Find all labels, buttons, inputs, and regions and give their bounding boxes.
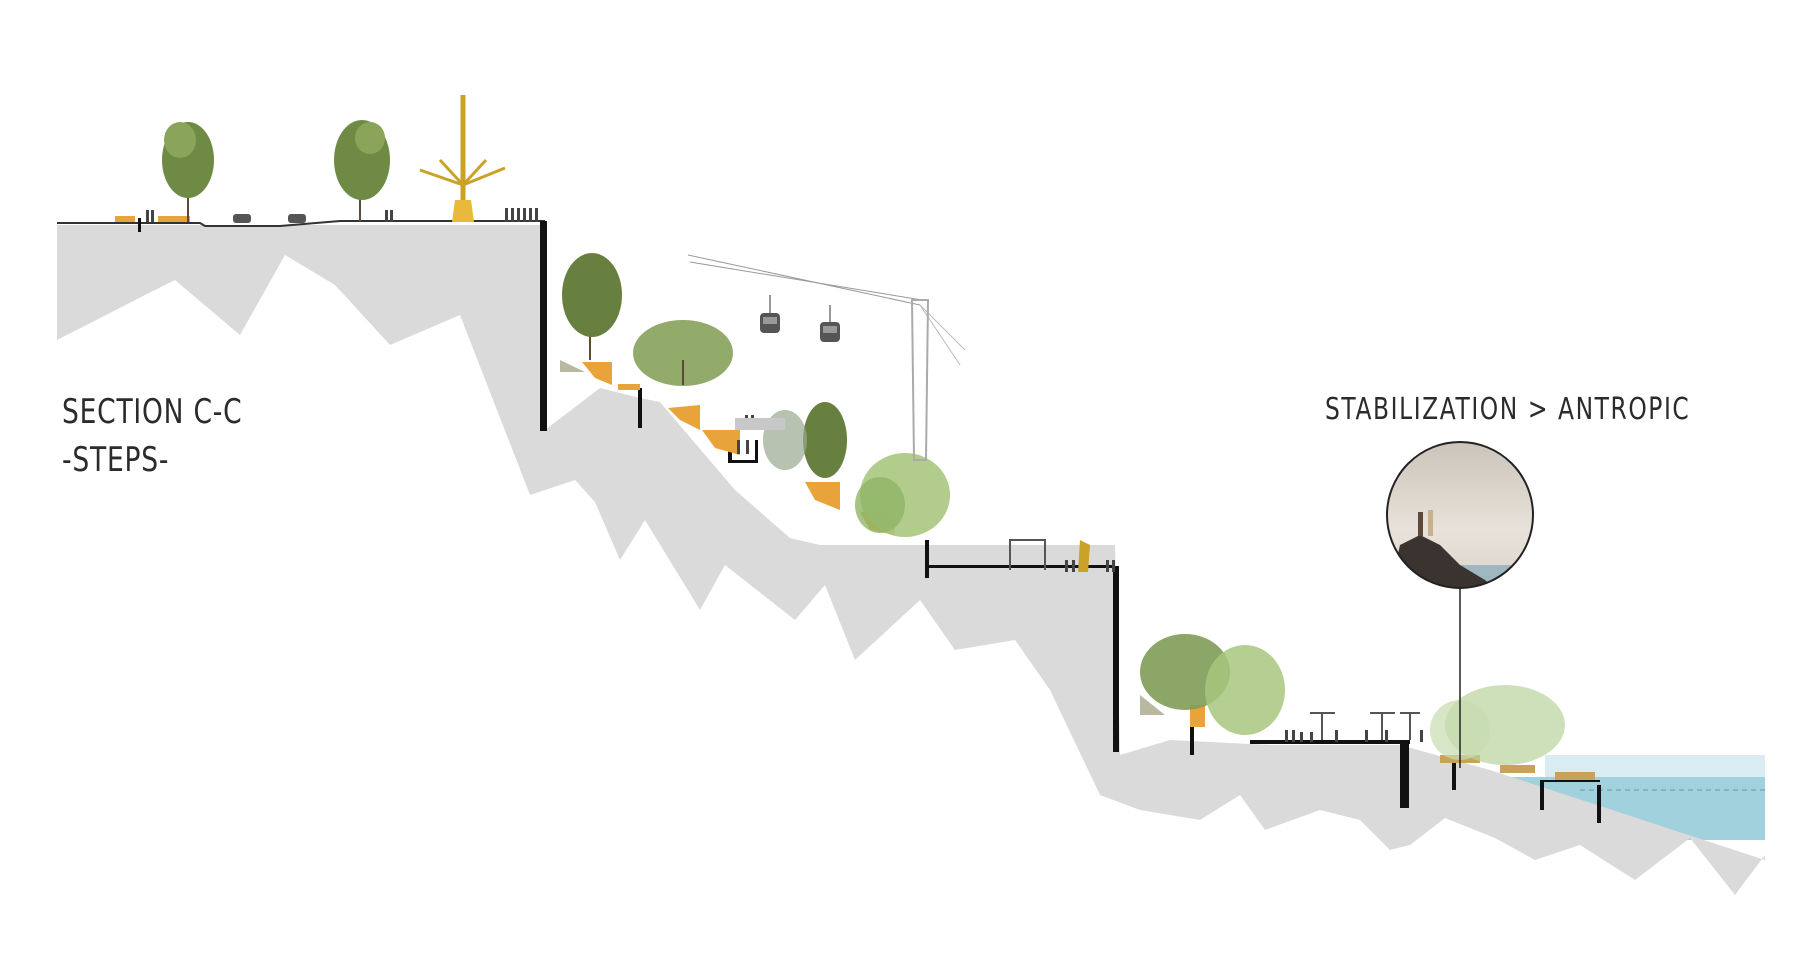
planters	[115, 216, 1595, 780]
terrain-section	[57, 225, 1765, 895]
section-title: SECTION C-C	[62, 392, 243, 432]
lamp-sculpture	[419, 95, 506, 222]
section-subtitle: -STEPS-	[62, 440, 170, 480]
ground-surface-line	[57, 220, 545, 227]
retaining-walls	[138, 218, 1601, 823]
trees	[162, 120, 1565, 765]
callout-title: STABILIZATION > ANTROPIC	[1325, 392, 1691, 427]
cable-car	[687, 254, 966, 461]
cars	[233, 214, 306, 223]
people	[146, 208, 1423, 742]
pavilions	[735, 418, 1420, 740]
